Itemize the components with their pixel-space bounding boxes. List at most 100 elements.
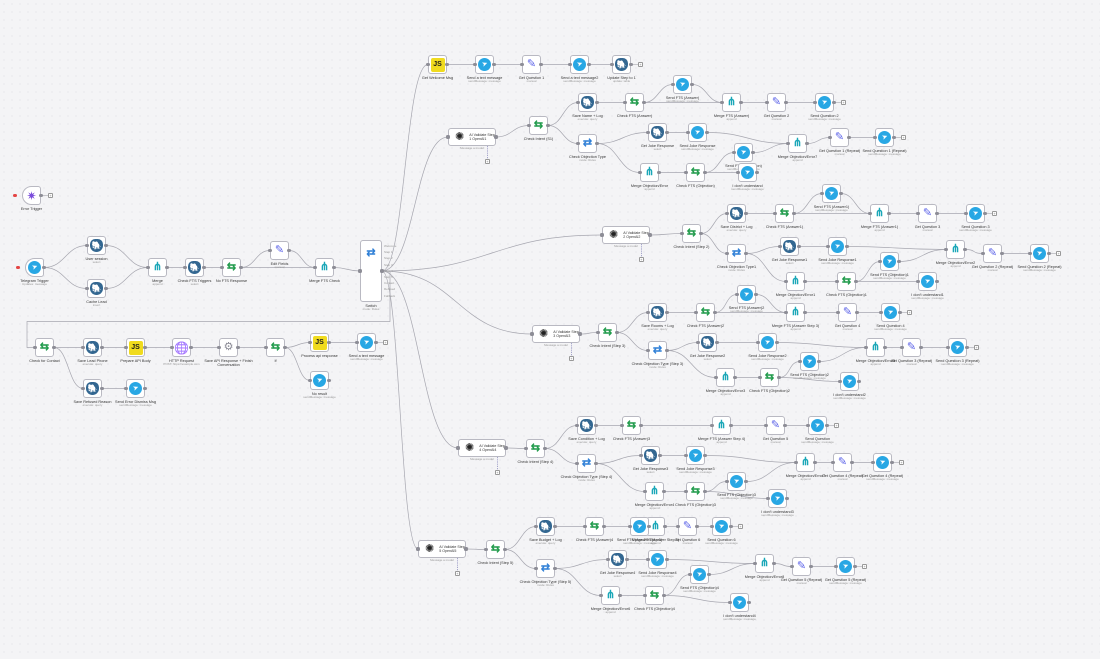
node-send-fts-answer-s5[interactable] [630,517,649,536]
input-port[interactable] [81,386,85,391]
input-port[interactable] [355,340,359,345]
input-port[interactable] [813,100,817,105]
output-port[interactable] [236,345,240,350]
connection-check-fts-objection4-to-send-fts-objection4[interactable] [663,574,691,596]
connection-check-fts-answer2-to-send-fts-answer2[interactable] [714,294,738,313]
connection-check-objection-type1-to-merge-objection-error1[interactable] [745,253,787,282]
add-node-button[interactable]: + [907,310,912,315]
output-port[interactable] [744,479,748,484]
input-port[interactable] [85,243,89,248]
output-port[interactable] [983,211,987,216]
input-port[interactable] [600,233,604,237]
node-save-api-response[interactable] [219,338,238,357]
node-merge-objection-error4[interactable] [645,482,664,501]
input-port[interactable] [831,460,835,465]
add-node-button[interactable]: + [383,340,388,345]
connection-check-objection-type-s3-to-merge-objection-error3[interactable] [666,350,717,378]
connection-send-fts-objection3-to-merge-objection-error7b[interactable] [745,462,797,482]
node-i-dont-understand4[interactable] [730,593,749,612]
node-get-question-3-repeat[interactable] [902,338,921,357]
connection-check-objection-type1-to-get-joke-response1[interactable] [745,246,781,254]
node-get-question-5-repeat-send[interactable] [836,557,855,576]
output-port[interactable] [729,524,733,529]
node-update-step-to-1[interactable] [612,55,631,74]
output-port[interactable] [713,310,717,315]
output-port[interactable] [847,135,851,140]
node-send-fts-objection3[interactable] [727,472,746,491]
output-port[interactable] [707,572,711,577]
output-port[interactable] [658,453,662,458]
output-port[interactable] [100,345,104,350]
input-port[interactable] [758,375,762,380]
output-port[interactable] [803,279,807,284]
connection-edit-fields-to-merge-fts-check[interactable] [288,250,316,268]
connection-send-joke-response4-to-merge-objection-error8[interactable] [666,559,756,564]
input-port[interactable] [1028,251,1032,256]
output-port[interactable] [464,547,468,551]
node-check-fts-answer3[interactable] [622,416,641,435]
node-send-fts-objection4[interactable] [690,565,709,584]
output-port[interactable] [883,345,887,350]
add-model-button[interactable]: + [494,470,500,475]
output-port[interactable] [853,564,857,569]
input-port[interactable] [838,379,842,384]
output-port[interactable] [503,547,507,552]
connection-merge-objection-error2-to-get-question-2-repeat[interactable] [964,249,984,254]
output-port[interactable] [729,423,733,428]
output-port[interactable] [553,566,557,571]
input-port[interactable] [124,345,128,350]
input-port[interactable] [646,310,650,315]
output-port[interactable] [733,375,737,380]
input-port[interactable] [725,479,729,484]
node-check-intent-s4[interactable] [526,439,545,458]
input-port[interactable] [878,259,882,264]
output-port[interactable] [287,248,291,253]
output-port[interactable] [143,386,147,391]
output-port[interactable] [104,286,108,291]
node-check-fts-answer1[interactable] [775,204,794,223]
connection-check-objection-type-to-get-joke-response[interactable] [596,132,649,144]
input-port[interactable] [725,251,729,256]
output-port[interactable] [784,100,788,105]
input-port[interactable] [835,279,839,284]
input-port[interactable] [879,310,883,315]
output-port[interactable] [504,446,508,450]
input-port[interactable] [764,423,768,428]
input-port[interactable] [527,123,531,128]
connection-check-for-contact-to-save-refused-reason[interactable] [53,347,84,389]
output-port[interactable] [919,345,923,350]
node-prepare-api-body[interactable] [126,338,145,357]
output-port[interactable] [662,593,666,598]
output-port[interactable] [1047,251,1051,256]
node-get-question-2-repeat[interactable] [983,244,1002,263]
output-port[interactable] [578,332,582,336]
node-merge-fts-answer-step4[interactable] [712,416,731,435]
node-save-rooms-log[interactable] [648,303,667,322]
output-port[interactable] [747,600,751,605]
node-send-question-2[interactable] [815,93,834,112]
input-port[interactable] [728,600,732,605]
connection-check-intent-s2-to-save-district-log[interactable] [700,213,728,234]
output-port[interactable] [797,244,801,249]
node-send-fts-answer1[interactable] [822,184,841,203]
output-port[interactable] [52,345,56,350]
node-save-condition-log[interactable] [577,416,596,435]
input-port[interactable] [264,345,268,350]
node-check-fts-objection2[interactable] [760,368,779,387]
node-send-fts-objection[interactable] [734,143,753,162]
input-port[interactable] [714,375,718,380]
input-port[interactable] [864,345,868,350]
node-get-joke-response[interactable] [648,123,667,142]
node-get-question-1[interactable] [522,55,541,74]
node-process-api-response[interactable] [310,333,329,352]
node-check-fts-objection3[interactable] [686,482,705,501]
node-check-objection-type1[interactable] [727,244,746,263]
input-port[interactable] [766,496,770,501]
input-port[interactable] [732,150,736,155]
output-port[interactable] [665,557,669,562]
node-merge-objection-error1[interactable] [786,272,805,291]
connection-check-fts-objection2-to-i-dont-understand2[interactable] [778,377,841,382]
input-port[interactable] [773,211,777,216]
input-port[interactable] [183,265,187,270]
output-port[interactable] [595,100,599,105]
